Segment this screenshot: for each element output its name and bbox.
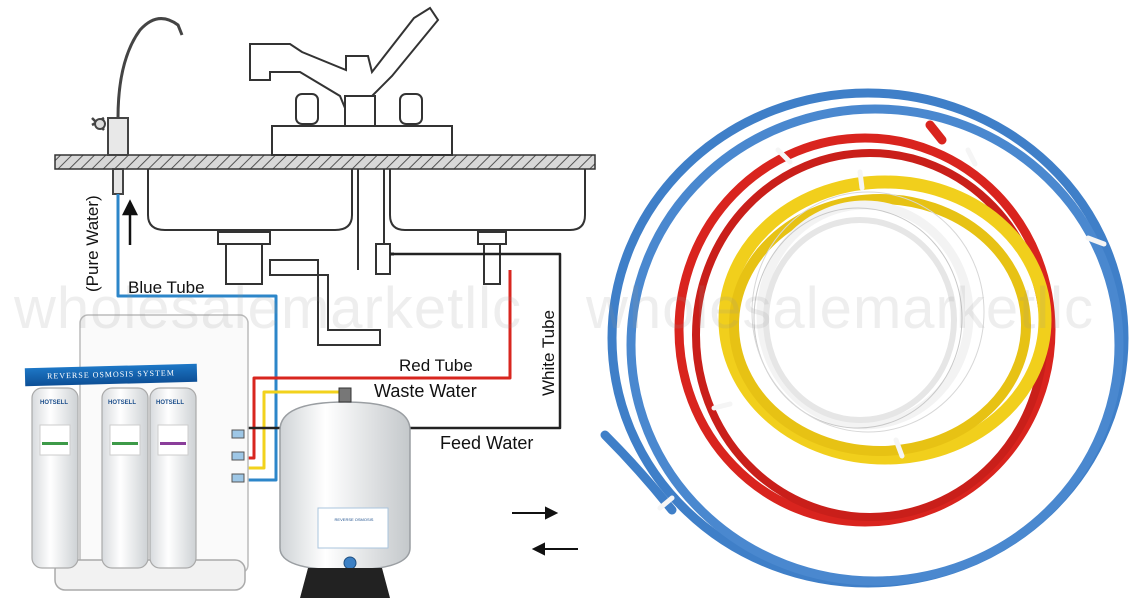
pressure-tank xyxy=(279,387,411,598)
countertop xyxy=(54,154,596,170)
filter-brand-3: HOTSELL xyxy=(156,400,184,406)
direction-arrow-right-icon xyxy=(512,506,559,520)
watermark-right: wholesalemarketllc xyxy=(586,276,1094,341)
direction-arrow-left-icon xyxy=(531,542,578,556)
feed-water-label: Feed Water xyxy=(440,433,534,453)
tank-label: REVERSE OSMOSIS xyxy=(334,517,374,522)
watermark-left: wholesalemarketllc xyxy=(14,276,522,341)
flow-arrow-up-icon xyxy=(121,199,139,245)
filter-brand-2: HOTSELL xyxy=(108,400,136,406)
filter-brand-1: HOTSELL xyxy=(40,400,68,406)
coiled-tubing xyxy=(600,88,1129,588)
blue-tube-label: Blue Tube xyxy=(128,278,205,297)
sink-basin xyxy=(147,169,586,270)
ro-filter-unit xyxy=(31,314,249,591)
white-tube-label: White Tube xyxy=(539,310,558,396)
red-tube-label: Red Tube xyxy=(399,356,473,375)
waste-water-label: Waste Water xyxy=(374,381,477,401)
kitchen-faucet-icon xyxy=(249,6,453,156)
pure-water-label: (Pure Water) xyxy=(83,195,102,292)
